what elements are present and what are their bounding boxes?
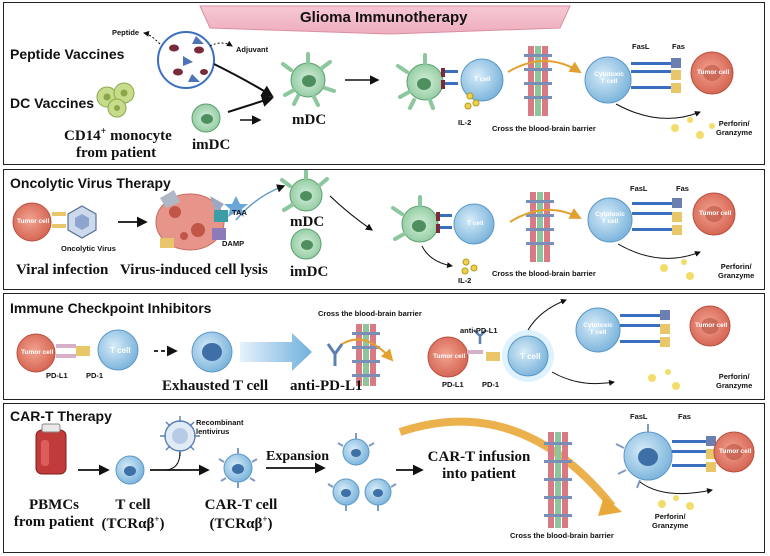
cytotoxic-killing-icon-3 (575, 305, 731, 390)
label-tcell-2: T cell (467, 220, 484, 227)
label-fas-2: Fas (676, 184, 689, 193)
label-tcell-4: T cell (520, 352, 541, 361)
label-il2: IL-2 (458, 118, 472, 127)
mdc-cell-icon-2 (280, 169, 329, 212)
blood-brain-barrier-icon-2 (509, 192, 582, 262)
cytotoxic-killing-icon-2 (587, 192, 736, 280)
cart-cell-icon (218, 448, 258, 488)
label-bbb-4: Cross the blood-brain barrier (510, 531, 614, 540)
label-adjuvant: Adjuvant (236, 45, 269, 54)
lentivirus-icon (160, 416, 200, 471)
label-cell-lysis: Virus-induced cell lysis (120, 262, 268, 278)
label-oncolytic-virus: Oncolytic Virus (61, 244, 116, 253)
cart-killing-icon (615, 424, 755, 510)
label-tumor-cell-4: Tumor cell (21, 349, 54, 356)
panel-car-t (3, 403, 765, 553)
label-taa: TAA (232, 208, 247, 217)
label-tcell-3: T cell (110, 346, 131, 355)
label-fasl-2: FasL (630, 184, 648, 193)
label-damp: DAMP (222, 239, 245, 248)
panel-checkpoint-inhibitors (3, 293, 765, 400)
label-perforin-3: Perforin/Granzyme (716, 372, 753, 390)
dc-tcell-synapse-icon (396, 53, 504, 110)
label-from-patient: from patient (76, 145, 157, 161)
title-peptide-vaccines: Peptide Vaccines (10, 46, 125, 62)
blood-brain-barrier-icon (507, 46, 582, 116)
antibody-bbb-icon (326, 324, 394, 386)
label-imdc-2: imDC (290, 264, 329, 280)
cytotoxic-killing-icon (584, 51, 734, 139)
label-bbb-3: Cross the blood-brain barrier (318, 309, 422, 318)
label-perforin-4: Perforin/Granzyme (652, 512, 689, 530)
cell-lysis-icon (155, 190, 248, 251)
title-oncolytic: Oncolytic Virus Therapy (10, 175, 171, 191)
page-title: Glioma Immunotherapy (300, 9, 468, 26)
label-tumor-cell-6: Tumor cell (695, 322, 728, 329)
peptide-vaccine-icon (157, 31, 215, 89)
label-imdc: imDC (192, 137, 231, 153)
exhausted-tcell-icon (191, 331, 233, 373)
dc-tcell-synapse-icon-2 (391, 195, 495, 275)
label-fas-4: Fas (678, 412, 691, 421)
label-exhausted: Exhausted T cell (162, 378, 269, 394)
label-cart-cell: CAR-T cell(TCRαβ+) (204, 497, 278, 532)
label-anti-pdl1-small: anti-PD-L1 (460, 326, 498, 335)
label-perforin: Perforin/Granzyme (716, 119, 753, 137)
title-checkpoint: Immune Checkpoint Inhibitors (10, 300, 212, 316)
label-tcell: T cell (474, 76, 491, 83)
label-pd1-2: PD-1 (482, 380, 500, 389)
blocked-checkpoint-icon (427, 298, 615, 386)
label-tumor-cell: Tumor cell (697, 69, 730, 76)
label-pdl1-2: PD-L1 (442, 380, 464, 389)
label-fas: Fas (672, 42, 685, 51)
label-peptide: Peptide (112, 28, 140, 37)
label-pd1: PD-1 (86, 371, 104, 380)
blood-bag-icon (35, 423, 67, 475)
label-monocyte: CD14+ monocyte (64, 126, 172, 144)
mdc-cell-icon (281, 52, 336, 107)
label-mdc-2: mDC (290, 214, 325, 230)
title-banner (199, 5, 571, 35)
label-bbb-2: Cross the blood-brain barrier (492, 269, 596, 278)
tcell-icon (115, 455, 145, 485)
label-il2-2: IL-2 (458, 276, 472, 285)
imdc-cell-icon-2 (290, 228, 322, 260)
label-tumor-cell-2: Tumor cell (17, 218, 50, 225)
label-tumor-cell-7: Tumor cell (719, 448, 752, 455)
label-pdl1: PD-L1 (46, 371, 68, 380)
label-fasl: FasL (632, 42, 650, 51)
expanded-cart-cells-icon (327, 433, 397, 511)
label-expansion: Expansion (266, 449, 330, 464)
big-arrow-icon (240, 333, 312, 371)
label-tumor-cell-5: Tumor cell (433, 353, 466, 360)
viral-infection-icon (12, 202, 97, 242)
infusion-arc (398, 417, 616, 509)
title-car-t: CAR-T Therapy (10, 408, 112, 424)
label-fasl-4: FasL (630, 412, 648, 421)
label-tumor-cell-3: Tumor cell (699, 210, 732, 217)
panel-peptide-dc-vaccines (3, 2, 765, 165)
label-viral-infection: Viral infection (16, 262, 109, 278)
title-dc-vaccines: DC Vaccines (10, 95, 95, 111)
label-mdc: mDC (292, 112, 327, 128)
imdc-cell-icon (191, 103, 221, 133)
dc-vaccine-cells-icon (96, 82, 135, 118)
panel-oncolytic-virus (3, 169, 765, 290)
label-bbb: Cross the blood-brain barrier (492, 124, 596, 133)
label-perforin-2: Perforin/Granzyme (718, 262, 755, 280)
checkpoint-binding-icon (16, 329, 139, 373)
label-tcell-5: T cell(TCRαβ+) (101, 497, 165, 532)
label-anti-pdl1: anti-PD-L1 (290, 378, 363, 394)
blood-brain-barrier-icon-4 (544, 432, 572, 528)
